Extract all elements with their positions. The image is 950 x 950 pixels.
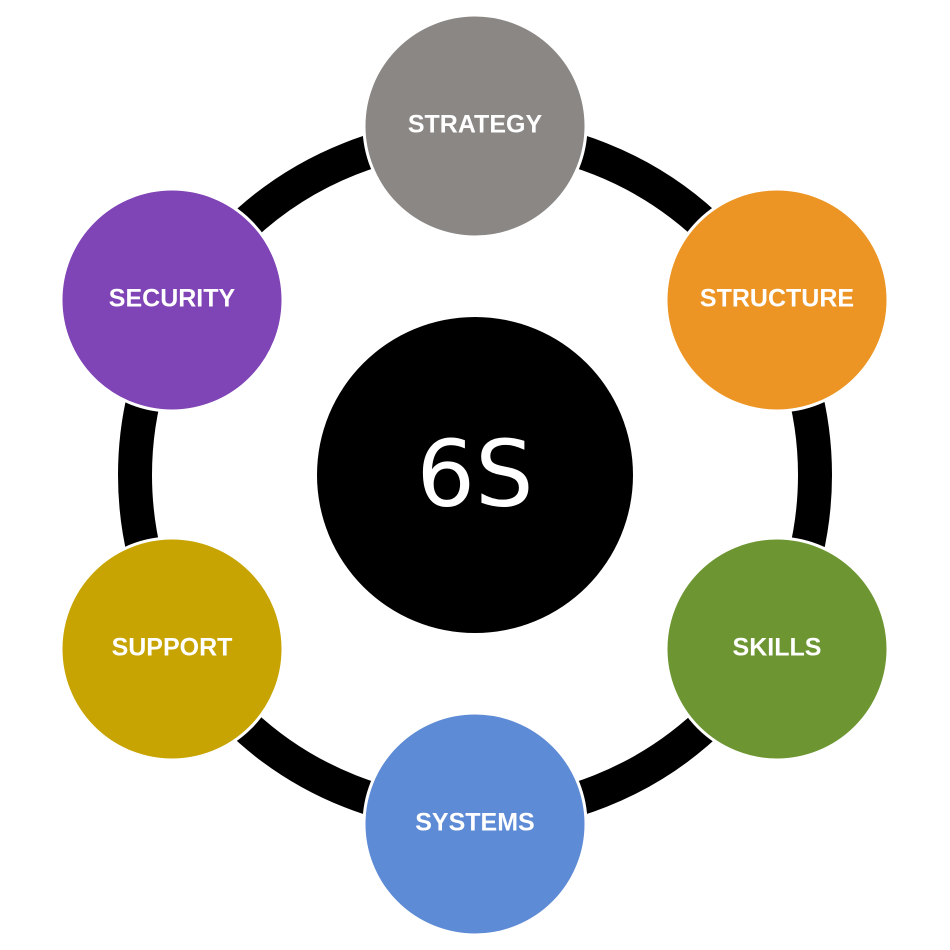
- node-security-label: SECURITY: [109, 285, 236, 313]
- node-support-label: SUPPORT: [112, 634, 233, 662]
- center-hub: [317, 317, 633, 633]
- node-systems-label: SYSTEMS: [415, 809, 534, 837]
- center-label: 6S: [417, 420, 534, 527]
- node-skills-label: SKILLS: [733, 634, 822, 662]
- node-systems-circle: [362, 711, 588, 937]
- node-strategy-circle: [362, 13, 588, 239]
- node-skills: SKILLS: [664, 536, 890, 762]
- node-skills-circle: [664, 536, 890, 762]
- node-structure-circle: [664, 187, 890, 413]
- node-security: SECURITY: [59, 187, 285, 413]
- node-security-circle: [59, 187, 285, 413]
- node-structure: STRUCTURE: [664, 187, 890, 413]
- node-strategy: STRATEGY: [362, 13, 588, 239]
- node-strategy-label: STRATEGY: [408, 111, 543, 139]
- node-support-circle: [59, 536, 285, 762]
- node-support: SUPPORT: [59, 536, 285, 762]
- node-systems: SYSTEMS: [362, 711, 588, 937]
- node-structure-label: STRUCTURE: [700, 285, 854, 313]
